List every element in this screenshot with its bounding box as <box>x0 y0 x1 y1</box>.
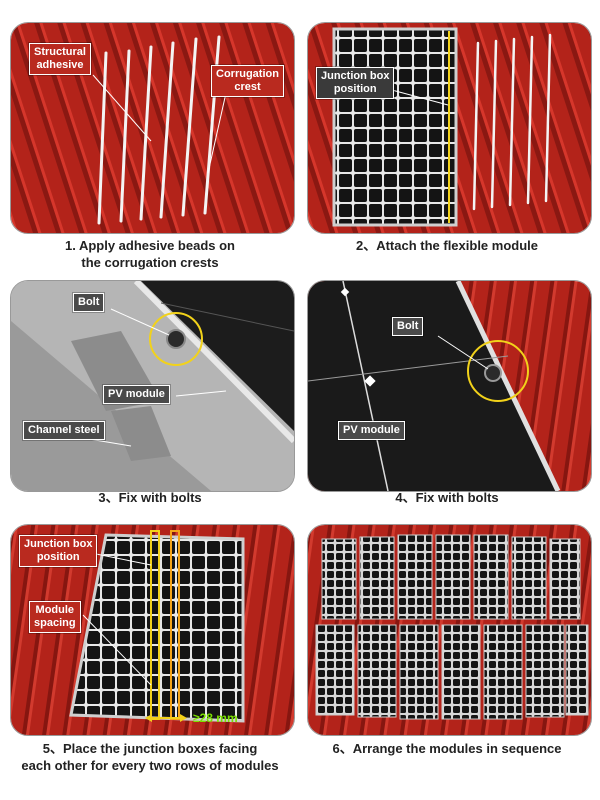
step3-image: Bolt PV module Channel steel <box>10 280 295 492</box>
spacing-measurement: ≥28 mm <box>193 711 238 725</box>
module-array <box>315 534 589 720</box>
bolt-label: Bolt <box>73 293 105 312</box>
adhesive-beads <box>472 33 552 211</box>
adhesive-pointer <box>92 74 152 142</box>
module-right <box>69 533 245 723</box>
step2-illustration <box>308 23 591 233</box>
bolt-highlight <box>467 340 529 402</box>
flexible-module <box>332 27 458 227</box>
channel-steel-label: Channel steel <box>23 421 105 440</box>
step6-illustration <box>308 525 591 735</box>
bolt-icon <box>166 329 186 349</box>
step6-image <box>307 524 592 736</box>
pv-module-surface <box>141 281 294 431</box>
step4-image: Bolt PV module <box>307 280 592 492</box>
junction-pointer <box>387 88 449 106</box>
step2-caption: 2、Attach the flexible module <box>355 238 539 253</box>
step6-caption: 6、Arrange the modules in sequence <box>332 741 562 756</box>
pv-module-label: PV module <box>103 385 170 404</box>
step3-caption: 3、Fix with bolts <box>98 490 202 505</box>
adhesive-beads <box>97 35 221 225</box>
bolt-label: Bolt <box>392 317 424 336</box>
step4-caption: 4、Fix with bolts <box>395 490 499 505</box>
bolt-highlight <box>149 312 203 366</box>
crest-pointer <box>207 92 227 174</box>
pv-module-label: PV module <box>338 421 405 440</box>
step4-illustration <box>308 281 591 491</box>
bolt-icon <box>484 364 502 382</box>
